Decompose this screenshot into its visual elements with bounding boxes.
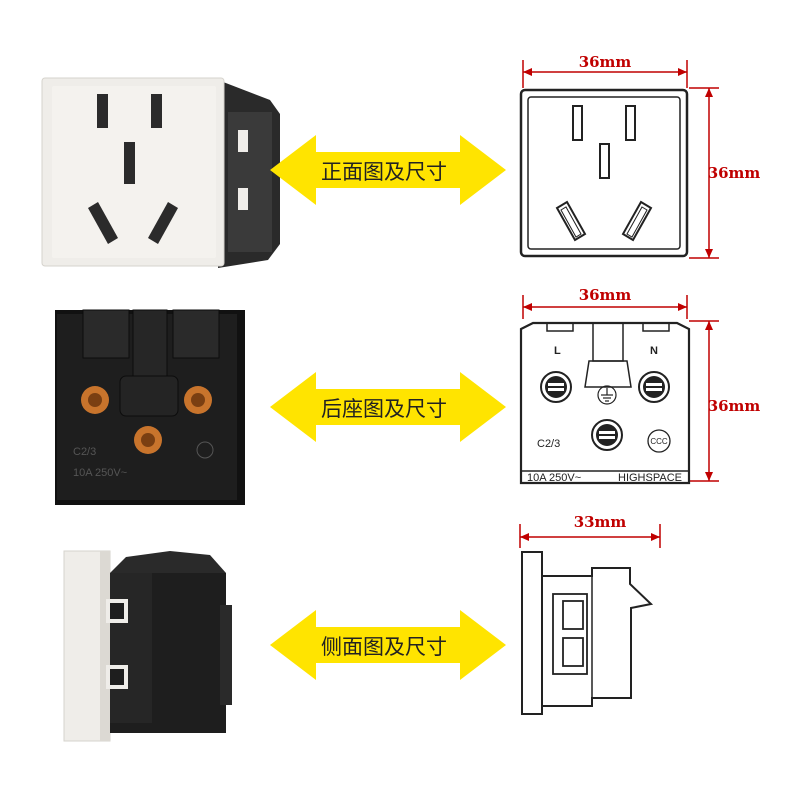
brand-marking: HIGHSPACE	[618, 472, 682, 484]
double-arrow-back	[270, 372, 506, 442]
ground-symbol-icon	[597, 385, 617, 405]
side-dimension-drawing: 33mm	[519, 513, 661, 715]
back-photo: C2/3 10A 250V~	[55, 309, 245, 505]
back-height-dimension: 36mm	[708, 397, 761, 415]
model-marking: C2/3	[537, 438, 560, 450]
side-photo	[63, 550, 232, 742]
double-arrow-front	[270, 135, 506, 205]
side-depth-dimension: 33mm	[574, 513, 627, 531]
live-marking: L	[554, 345, 561, 357]
front-photo	[41, 77, 280, 268]
front-dimension-drawing: 36mm 36mm	[519, 53, 761, 259]
rating-marking: 10A 250V~	[527, 472, 581, 484]
front-height-dimension: 36mm	[708, 164, 761, 182]
ccc-marking: CCC	[650, 437, 668, 446]
back-width-dimension: 36mm	[579, 286, 632, 304]
photo-model-marking: C2/3	[73, 446, 96, 458]
side-view-label: 侧面图及尺寸	[321, 635, 447, 659]
terminal-earth	[591, 419, 623, 451]
front-width-dimension: 36mm	[579, 53, 632, 71]
back-dimension-drawing: 36mm 36mm L N C2/3 CCC	[519, 286, 761, 485]
terminal-right	[638, 371, 670, 403]
back-view-label: 后座图及尺寸	[321, 397, 447, 421]
double-arrow-side	[270, 610, 506, 680]
terminal-left	[540, 371, 572, 403]
front-view-label: 正面图及尺寸	[321, 160, 447, 184]
photo-rating-marking: 10A 250V~	[73, 467, 127, 479]
ccc-mark-icon: CCC	[647, 429, 671, 453]
neutral-marking: N	[650, 345, 658, 357]
